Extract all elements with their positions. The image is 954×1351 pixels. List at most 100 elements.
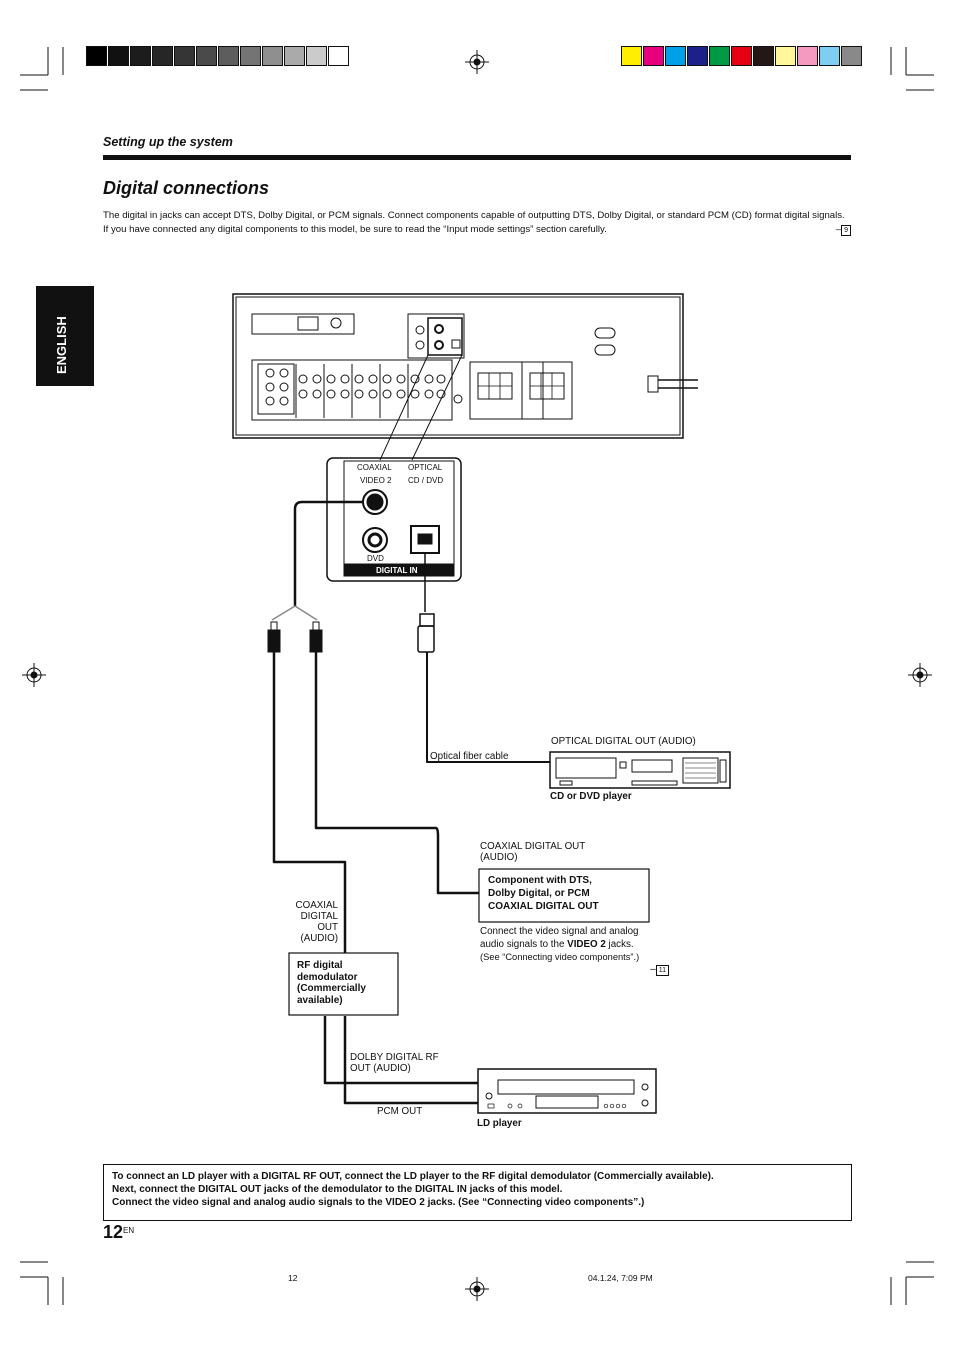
dvd-label: DVD (367, 554, 384, 563)
coaxial-label: COAXIAL (357, 463, 392, 472)
bottom-note-line-1: To connect an LD player with a DIGITAL R… (112, 1171, 714, 1182)
split-lines (271, 605, 318, 621)
component-box-line-3: COAXIAL DIGITAL OUT (488, 901, 599, 912)
video2-label: VIDEO 2 (360, 476, 392, 485)
rf-box-line-1: RF digital (297, 960, 343, 971)
color-swatch (174, 46, 195, 66)
dolby-rf-line-1: DOLBY DIGITAL RF (350, 1052, 439, 1063)
bottom-note-line-3: Connect the video signal and analog audi… (112, 1197, 645, 1208)
component-box: Component with DTS, Dolby Digital, or PC… (488, 874, 599, 913)
optical-label: OPTICAL (408, 463, 443, 472)
bottom-note-line-2: Next, connect the DIGITAL OUT jacks of t… (112, 1184, 563, 1195)
color-swatch (841, 46, 862, 66)
connect-note-line-2: audio signals to the VIDEO 2 jacks. (480, 939, 675, 952)
coaxial-digital-out-label: COAXIAL DIGITAL OUT (AUDIO) (480, 841, 585, 863)
color-swatch (152, 46, 173, 66)
color-swatch (284, 46, 305, 66)
digital-in-label: DIGITAL IN (376, 566, 418, 575)
registration-mark-top (465, 50, 489, 74)
language-tab: ENGLISH (36, 286, 94, 386)
registration-mark-right (908, 663, 932, 687)
page-number: 12EN (103, 1222, 134, 1243)
ld-player-label: LD player (477, 1118, 522, 1129)
dolby-rf-line-2: OUT (AUDIO) (350, 1063, 411, 1074)
color-swatch (328, 46, 349, 66)
section-rule (103, 155, 851, 160)
color-swatch (130, 46, 151, 66)
coaxial-digital-out-line-2: (AUDIO) (480, 852, 518, 863)
connect-note-line-2c: jacks. (605, 938, 634, 950)
rf-box-line-2: demodulator (297, 971, 358, 983)
rf-box-line-4: available) (297, 994, 343, 1006)
color-swatch (621, 46, 642, 66)
intro-line-2: If you have connected any digital compon… (103, 223, 853, 237)
color-swatch (775, 46, 796, 66)
page-number-suffix: EN (123, 1226, 135, 1235)
ld-player (477, 1068, 657, 1114)
page-number-value: 12 (103, 1222, 124, 1242)
coax-left-line-2: DIGITAL (300, 911, 338, 922)
intro-line-1: The digital in jacks can accept DTS, Dol… (103, 210, 845, 221)
cd-dvd-player-label: CD or DVD player (550, 791, 632, 802)
optical-fiber-cable-label: Optical fiber cable (430, 751, 509, 762)
connect-note-line-2a: audio signals to the (480, 938, 568, 950)
cd-dvd-player (549, 751, 731, 789)
page-ref: –9 (836, 223, 851, 237)
receiver-rear-panel (232, 293, 698, 439)
color-swatch (86, 46, 107, 66)
coaxial-left-label: COAXIAL DIGITAL OUT (AUDIO) (280, 900, 338, 944)
rf-box-frame (288, 952, 399, 1016)
registration-mark-left (22, 663, 46, 687)
bottom-note: To connect an LD player with a DIGITAL R… (103, 1164, 852, 1221)
color-swatch (262, 46, 283, 66)
connect-note-ref: –11 (480, 964, 675, 977)
rf-box-line-3: (Commercially (297, 983, 366, 994)
optical-digital-out-label: OPTICAL DIGITAL OUT (AUDIO) (551, 736, 696, 747)
footer-page: 12 (288, 1273, 298, 1283)
coax-left-line-1: COAXIAL (295, 900, 338, 911)
coaxial-digital-out-line-1: COAXIAL DIGITAL OUT (480, 841, 586, 852)
color-swatch (643, 46, 664, 66)
color-swatch (709, 46, 730, 66)
color-swatch (819, 46, 840, 66)
digital-in-panel (326, 457, 462, 582)
optical-plug (417, 613, 435, 653)
component-box-line-2: Dolby Digital, or PCM (488, 888, 590, 899)
component-box-line-1: Component with DTS, (488, 875, 592, 886)
rf-demodulator-box: RF digital demodulator (Commercially ava… (297, 960, 366, 1006)
pcm-out-label: PCM OUT (377, 1106, 423, 1117)
book-icon: 9 (841, 224, 851, 236)
component-box-frame (478, 868, 650, 923)
coax-left-line-4: (AUDIO) (300, 933, 338, 944)
connect-note-video2: VIDEO 2 (567, 938, 606, 950)
cd-dvd-label: CD / DVD (408, 476, 444, 485)
connect-note: Connect the video signal and analog audi… (480, 926, 675, 976)
color-swatch (687, 46, 708, 66)
color-swatch (797, 46, 818, 66)
registration-mark-bottom (465, 1277, 489, 1301)
cables (272, 500, 550, 1105)
color-swatch (731, 46, 752, 66)
color-swatch (240, 46, 261, 66)
color-swatch (108, 46, 129, 66)
connect-note-line-1: Connect the video signal and analog (480, 926, 639, 937)
section-label: Setting up the system (103, 135, 233, 149)
rca-plug-right (309, 621, 323, 653)
color-swatch (306, 46, 327, 66)
color-swatch (665, 46, 686, 66)
rca-plug-left (267, 621, 281, 653)
coax-left-line-3: OUT (317, 922, 338, 933)
connect-note-line-3: (See “Connecting video components”.) (480, 952, 640, 962)
color-swatch (753, 46, 774, 66)
callout-lines (379, 354, 463, 461)
color-swatch (218, 46, 239, 66)
color-swatch (196, 46, 217, 66)
page-title: Digital connections (103, 178, 270, 198)
intro-text: The digital in jacks can accept DTS, Dol… (103, 209, 853, 236)
footer-timestamp: 04.1.24, 7:09 PM (588, 1273, 653, 1283)
dolby-rf-label: DOLBY DIGITAL RF OUT (AUDIO) (350, 1052, 439, 1074)
intro-line-2-text: If you have connected any digital compon… (103, 223, 607, 235)
book-icon: 11 (655, 964, 669, 976)
